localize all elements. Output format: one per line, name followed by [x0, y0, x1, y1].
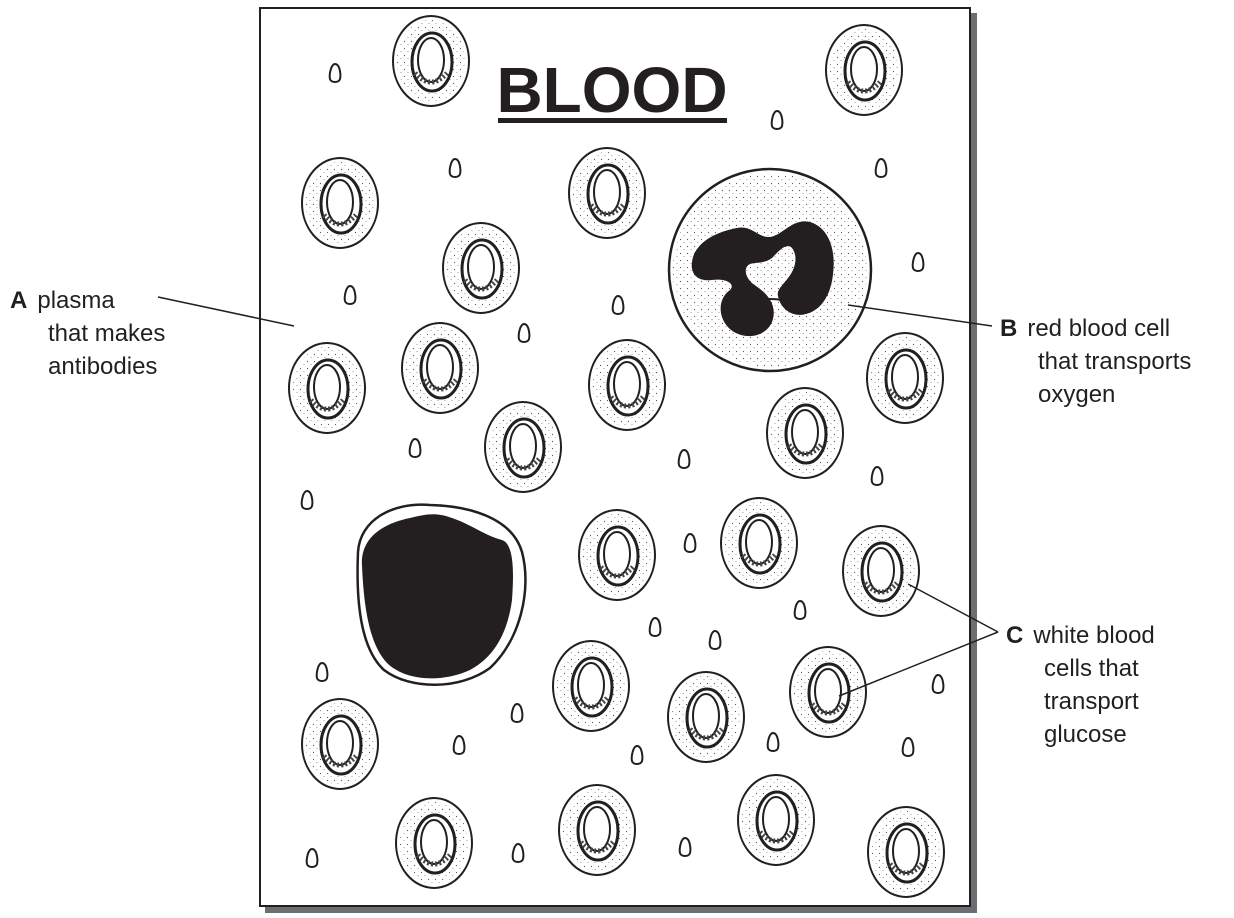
label-b-line2: that transports	[1000, 345, 1191, 378]
red-blood-cell	[589, 340, 665, 430]
platelet	[512, 704, 523, 722]
platelet	[876, 159, 887, 177]
platelet	[872, 467, 883, 485]
platelet	[933, 675, 944, 693]
red-blood-cell	[826, 25, 902, 115]
label-c-line2: cells that	[1006, 652, 1155, 685]
platelet	[679, 450, 690, 468]
red-blood-cell	[843, 526, 919, 616]
label-a-line1: plasma	[37, 287, 114, 314]
platelet	[513, 844, 524, 862]
diagram-title: BLOOD	[496, 54, 727, 126]
platelet	[317, 663, 328, 681]
platelet	[307, 849, 318, 867]
red-blood-cell	[485, 402, 561, 492]
red-blood-cell	[302, 699, 378, 789]
platelet	[454, 736, 465, 754]
platelet	[680, 838, 691, 856]
red-blood-cell	[868, 807, 944, 897]
platelet	[330, 64, 341, 82]
title-underline	[498, 118, 727, 123]
label-c-line4: glucose	[1006, 718, 1155, 751]
platelet	[795, 601, 806, 619]
red-blood-cell	[738, 775, 814, 865]
platelet	[685, 534, 696, 552]
red-blood-cell	[289, 343, 365, 433]
red-blood-cell	[553, 641, 629, 731]
platelet	[913, 253, 924, 271]
red-blood-cell	[443, 223, 519, 313]
platelet	[903, 738, 914, 756]
label-a-line2: that makes	[10, 317, 165, 350]
platelet	[710, 631, 721, 649]
lymphocyte-white-blood-cell	[358, 505, 526, 685]
red-blood-cell	[569, 148, 645, 238]
red-blood-cell	[559, 785, 635, 875]
red-blood-cell	[767, 388, 843, 478]
label-b-line3: oxygen	[1000, 378, 1191, 411]
red-blood-cell	[402, 323, 478, 413]
red-blood-cell	[396, 798, 472, 888]
platelet	[302, 491, 313, 509]
label-a-letter: A	[10, 284, 27, 317]
label-c-line1: white blood	[1033, 622, 1154, 649]
platelet	[519, 324, 530, 342]
label-b-letter: B	[1000, 312, 1017, 345]
platelet	[632, 746, 643, 764]
red-blood-cell	[302, 158, 378, 248]
label-a-line3: antibodies	[10, 350, 165, 383]
platelet	[772, 111, 783, 129]
label-b-line1: red blood cell	[1027, 315, 1170, 342]
red-blood-cell	[579, 510, 655, 600]
platelet	[650, 618, 661, 636]
red-blood-cell	[393, 16, 469, 106]
red-blood-cell	[668, 672, 744, 762]
platelet	[613, 296, 624, 314]
label-c-letter: C	[1006, 619, 1023, 652]
red-blood-cell	[790, 647, 866, 737]
platelet	[768, 733, 779, 751]
platelet	[410, 439, 421, 457]
red-blood-cell	[867, 333, 943, 423]
platelet	[450, 159, 461, 177]
label-c-line3: transport	[1006, 685, 1155, 718]
granular-white-blood-cell	[669, 169, 871, 371]
red-blood-cell	[721, 498, 797, 588]
platelet	[345, 286, 356, 304]
